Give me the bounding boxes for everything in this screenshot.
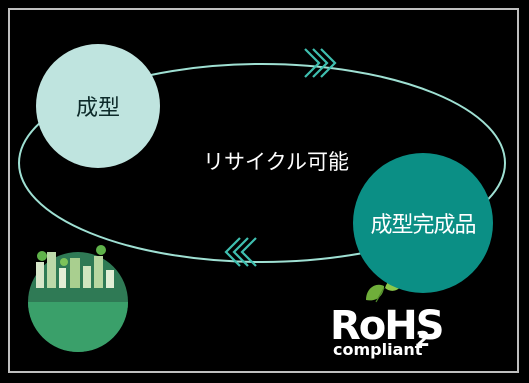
node-finished-product: 成型完成品: [353, 153, 493, 293]
node-molding: 成型: [36, 44, 160, 168]
rohs-badge: RoHS 2 compliant: [330, 285, 450, 365]
eco-city-globe-icon: [28, 245, 128, 352]
triple-chevron-right-icon: [304, 48, 337, 78]
cycle-label: リサイクル可能: [203, 150, 349, 174]
node-finished-label: 成型完成品: [370, 213, 476, 238]
triple-chevron-left-icon: [224, 237, 257, 267]
rohs-main-text: RoHS: [330, 303, 445, 349]
rohs-compliant-text: compliant: [333, 340, 423, 359]
recycle-loop: [18, 63, 506, 263]
frame-border: [8, 8, 519, 373]
node-molding-label: 成型: [75, 96, 120, 121]
rohs-subscript: 2: [416, 327, 430, 351]
